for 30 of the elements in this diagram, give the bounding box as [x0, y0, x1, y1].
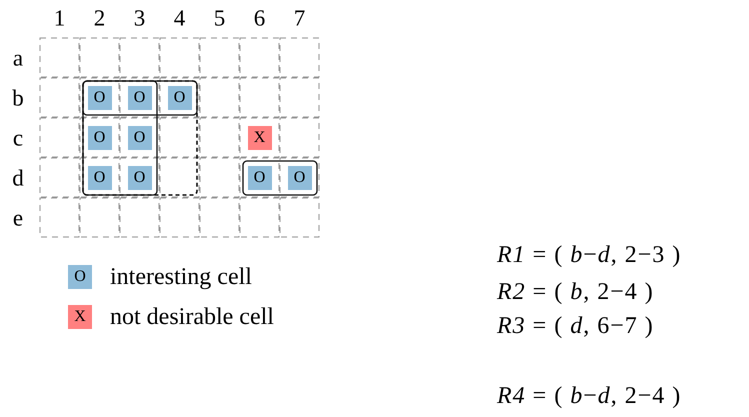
grid-cell-marker: O [128, 86, 152, 110]
row-header: b [11, 86, 25, 110]
grid-cell-marker: O [88, 86, 112, 110]
grid-cell-marker: O [168, 86, 192, 110]
grid-cell-marker: O [128, 126, 152, 150]
region-formula: R3 = ( d, 6−7 ) [497, 313, 654, 339]
grid-cell-marker: O [128, 166, 152, 190]
grid-cell-marker: O [248, 166, 272, 190]
column-header: 5 [212, 6, 226, 30]
legend-text: interesting cell [110, 265, 252, 289]
grid-cell-marker: O [288, 166, 312, 190]
column-header: 4 [172, 6, 186, 30]
row-header: d [11, 166, 25, 190]
region-formula: R4 = ( b−d, 2−4 ) [497, 383, 682, 409]
grid-cell-marker: O [88, 166, 112, 190]
column-header: 3 [132, 6, 146, 30]
region-formula: R2 = ( b, 2−4 ) [497, 279, 654, 305]
legend-text: not desirable cell [110, 305, 274, 329]
region-formula: R1 = ( b−d, 2−3 ) [497, 242, 682, 268]
row-header: e [12, 206, 24, 230]
column-header: 1 [52, 6, 66, 30]
row-header: a [12, 46, 24, 70]
column-header: 7 [292, 6, 306, 30]
grid-cell-marker: X [248, 126, 272, 150]
legend-swatch: O [68, 265, 92, 289]
legend-swatch: X [68, 305, 92, 329]
grid-cell-marker: O [88, 126, 112, 150]
row-header: c [12, 126, 24, 150]
column-header: 2 [92, 6, 106, 30]
column-header: 6 [252, 6, 266, 30]
